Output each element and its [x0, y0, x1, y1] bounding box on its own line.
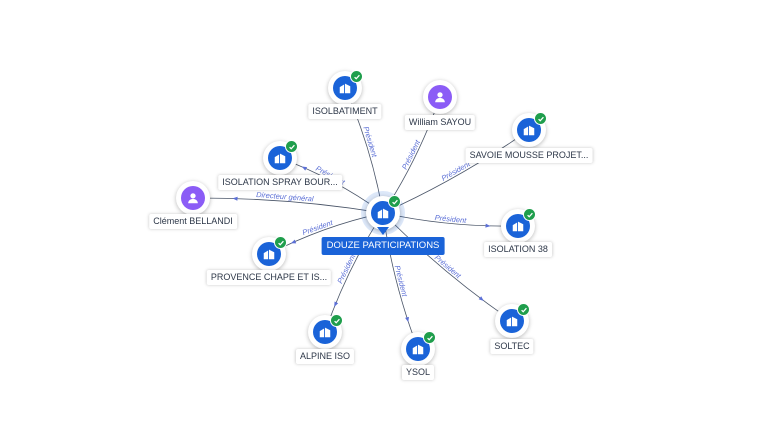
node-label-savoie-mousse[interactable]: SAVOIE MOUSSE PROJET...	[465, 148, 593, 163]
edge-arrow-ysol	[405, 316, 409, 323]
node-label-alpine-iso[interactable]: ALPINE ISO	[295, 349, 355, 364]
verified-check-icon	[274, 236, 287, 249]
center-node-label[interactable]: DOUZE PARTICIPATIONS	[321, 237, 445, 255]
node-label-isolation-38[interactable]: ISOLATION 38	[484, 242, 552, 257]
edge-label-ysol: Président	[393, 264, 410, 298]
node-label-ysol[interactable]: YSOL	[401, 365, 435, 380]
edge-clement-bellandi	[192, 197, 384, 214]
building-icon	[257, 242, 281, 266]
node-label-provence-chape[interactable]: PROVENCE CHAPE ET IS...	[206, 270, 332, 285]
edge-label-william-sayou: Président	[400, 138, 422, 171]
edge-arrow-isolation-38	[485, 223, 491, 228]
edge-arrow-isolation-spray	[301, 166, 308, 171]
node-label-isolbatiment[interactable]: ISOLBATIMENT	[308, 104, 382, 119]
edge-label-provence-chape: Président	[301, 218, 335, 238]
verified-check-icon	[388, 195, 401, 208]
person-icon	[181, 186, 205, 210]
verified-check-icon	[523, 208, 536, 221]
edge-label-isolbatiment: Président	[361, 125, 379, 159]
edge-soltec	[382, 212, 513, 322]
verified-check-icon	[350, 70, 363, 83]
node-label-clement-bellandi[interactable]: Clément BELLANDI	[149, 214, 237, 229]
center-pin-pointer	[377, 227, 389, 235]
edge-label-alpine-iso: Président	[335, 252, 357, 285]
verified-check-icon	[534, 112, 547, 125]
edge-arrow-clement-bellandi	[232, 196, 238, 201]
edge-label-isolation-38: Président	[434, 213, 467, 225]
edge-arrow-provence-chape	[290, 239, 297, 244]
node-label-william-sayou[interactable]: William SAYOU	[404, 115, 476, 130]
building-icon	[313, 320, 337, 344]
edge-label-soltec: Président	[433, 253, 464, 281]
node-label-soltec[interactable]: SOLTEC	[490, 339, 534, 354]
verified-check-icon	[423, 331, 436, 344]
node-label-isolation-spray[interactable]: ISOLATION SPRAY BOUR...	[218, 175, 342, 190]
verified-check-icon	[285, 140, 298, 153]
edge-arrow-soltec	[478, 296, 484, 301]
verified-check-icon	[517, 303, 530, 316]
edge-savoie-mousse	[382, 129, 530, 214]
person-icon	[428, 85, 452, 109]
verified-check-icon	[330, 314, 343, 327]
edge-arrow-alpine-iso	[334, 301, 339, 307]
